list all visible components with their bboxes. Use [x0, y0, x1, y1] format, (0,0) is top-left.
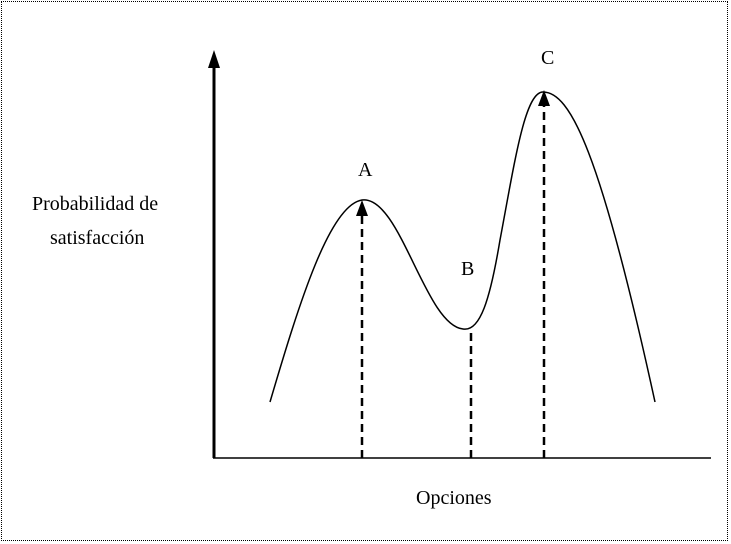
arrowhead-c [538, 90, 550, 106]
x-axis-label: Opciones [416, 487, 492, 509]
arrowhead-a [356, 200, 368, 216]
point-label-c: C [541, 47, 554, 69]
satisfaction-curve [269, 91, 656, 403]
point-label-a: A [358, 159, 373, 181]
point-label-b: B [461, 258, 474, 280]
y-axis-arrowhead [208, 50, 220, 68]
y-axis-label-line2: satisfacción [50, 227, 144, 249]
y-axis-label-line1: Probabilidad de [32, 193, 158, 215]
